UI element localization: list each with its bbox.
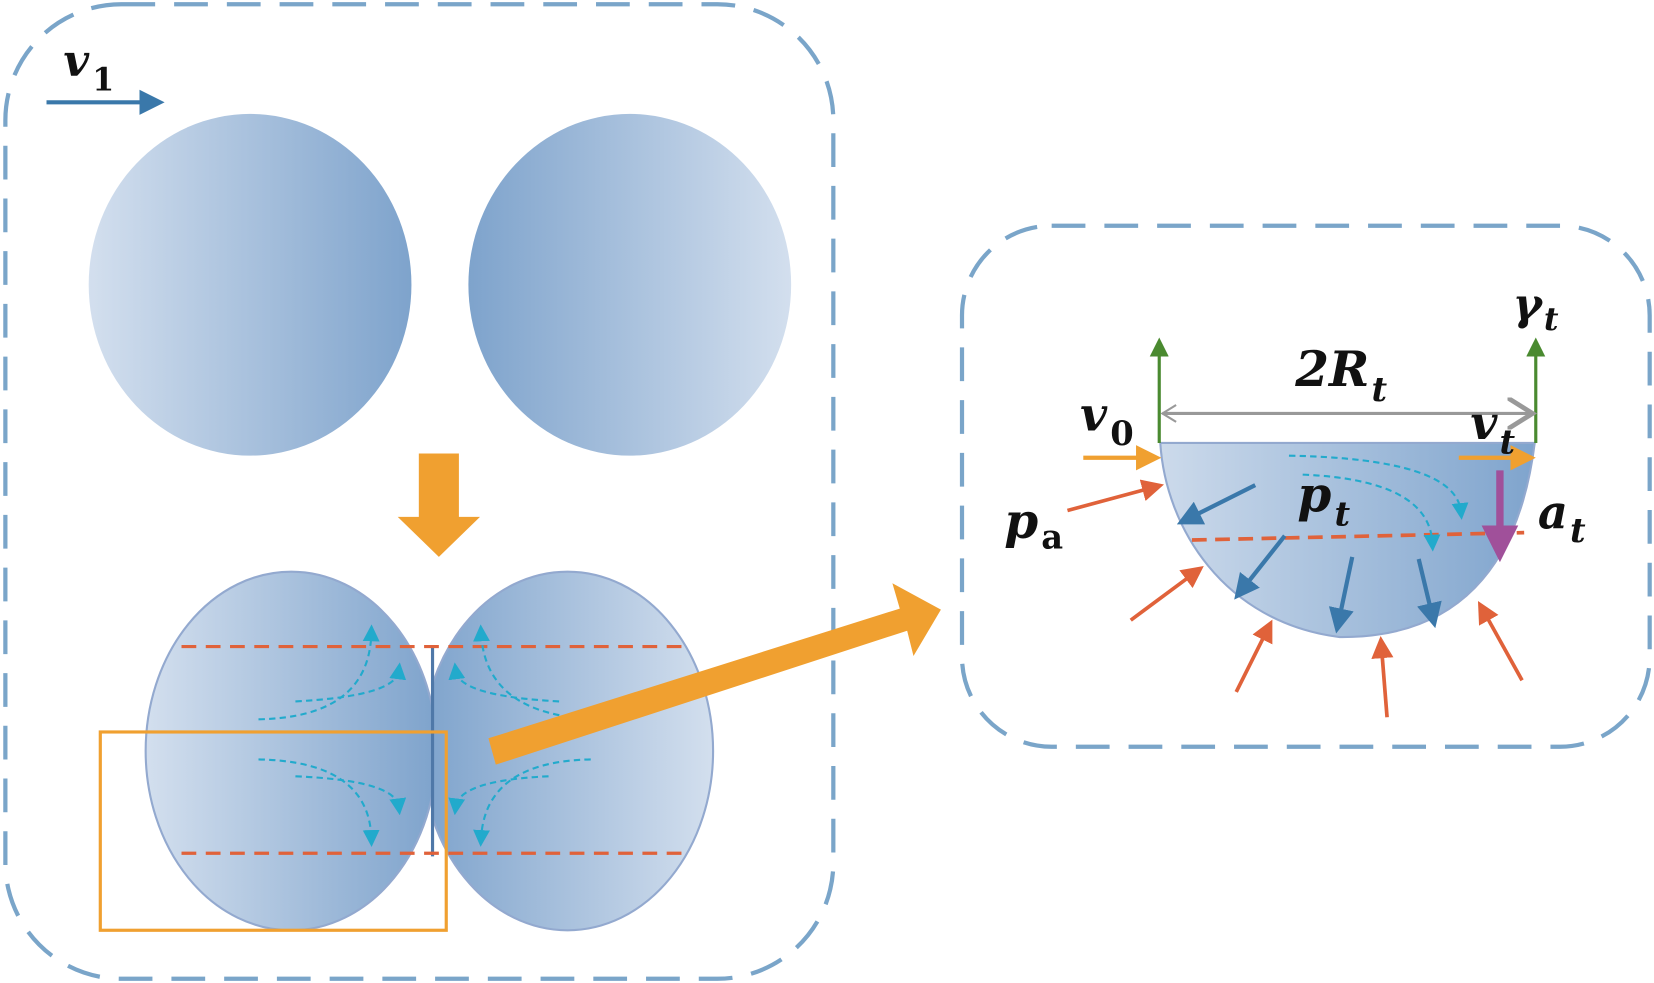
2rt-sub: t <box>1371 369 1387 409</box>
droplet-left <box>88 113 412 456</box>
gamma-t-main: γ <box>1513 279 1544 331</box>
label-gamma-t: γt <box>1513 279 1559 339</box>
zoom-region-box <box>98 730 448 932</box>
zoom-arrow-icon <box>488 583 941 765</box>
label-at: at <box>1538 484 1586 550</box>
internal-streamlines <box>1288 454 1469 552</box>
vt-main: v <box>1470 395 1498 450</box>
merged-droplet <box>144 570 715 932</box>
internal-pressure-arrows <box>1176 483 1442 634</box>
external-pressure-arrows <box>1066 479 1524 718</box>
pt-sub: t <box>1334 493 1350 533</box>
merge-arrow-icon <box>397 453 480 557</box>
v1-sub: 1 <box>92 62 114 99</box>
label-pa: pa <box>1004 493 1063 557</box>
pa-sub: a <box>1041 516 1063 556</box>
v1-main: v <box>63 35 90 87</box>
pa-main: p <box>1004 493 1038 550</box>
v0-sub: 0 <box>1110 413 1133 453</box>
left-panel-frame <box>3 2 836 981</box>
label-v0: v0 <box>1080 386 1134 453</box>
v0-main: v <box>1080 386 1108 441</box>
gamma-t-sub: t <box>1544 301 1559 338</box>
dimension-left-head <box>1160 404 1177 423</box>
label-2rt: 2Rt <box>1294 341 1387 409</box>
droplet-right <box>468 113 792 456</box>
label-pt: pt <box>1297 467 1350 534</box>
2rt-main: 2R <box>1294 341 1369 398</box>
right-panel-frame <box>959 223 1652 749</box>
at-main: a <box>1538 484 1568 539</box>
at-sub: t <box>1570 510 1586 550</box>
label-vt: vt <box>1470 395 1515 462</box>
orange-dashed-line <box>1191 530 1525 542</box>
vt-sub: t <box>1499 422 1515 462</box>
pt-main: p <box>1297 467 1331 524</box>
